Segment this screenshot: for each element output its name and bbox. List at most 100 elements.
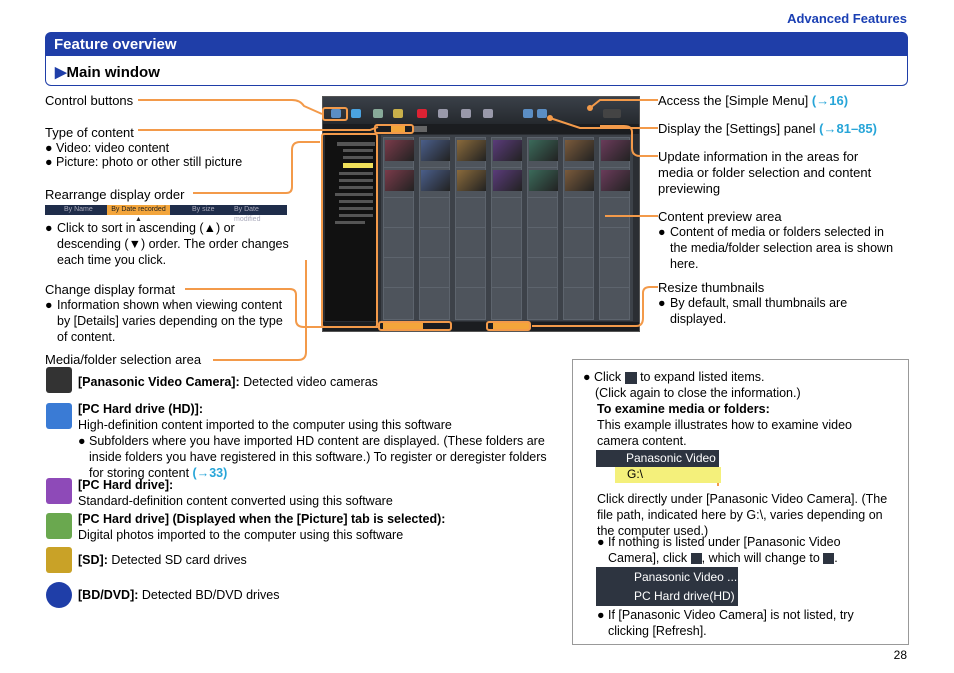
thumbnail-cell [491,227,522,260]
thumbnail-image [565,170,594,191]
thumbnail-image [385,170,414,191]
subtitle-box [45,56,908,86]
highlight-resize [486,321,531,331]
thumbnail-cell [419,287,450,320]
bullet-video: ● Video: video content [45,141,170,155]
thumbnail-cell [527,257,558,290]
ref-link[interactable]: (→16) [811,93,849,108]
thumbnail-cell [527,137,558,170]
highlight-control [322,107,348,121]
bullet-picture: ● Picture: photo or other still picture [45,155,243,169]
subtitle-text: Main window [66,64,160,81]
thumbnail-cell [491,287,522,320]
label-change-format: Change display format [45,282,176,297]
tip-box [572,359,909,645]
thumbnail-cell [455,137,486,170]
collapse-icon[interactable] [823,553,835,565]
arrow-icon: ▶ [55,64,67,81]
thumbnail-cell [599,287,630,320]
media-item-sd: [SD]: Detected SD card drives [78,553,247,567]
picture-drive-icon [46,513,72,539]
thumbnail-image [565,140,594,161]
sort-by-size[interactable]: By size [192,206,215,213]
thumbnail-cell [527,227,558,260]
sort-by-date-modified[interactable]: By Date modified [234,206,261,223]
app-screenshot [322,96,640,332]
app-folder-tree [325,135,377,321]
thumbnail-cell [383,287,414,320]
folder-row-drive[interactable]: G:\ [615,467,721,483]
subtitle: ▶Main window [55,63,160,81]
thumbnail-image [457,140,486,161]
expand-icon[interactable] [690,553,702,565]
thumbnail-cell [599,167,630,200]
media-item-picture: [PC Hard drive] (Displayed when the [Pic… [78,512,446,542]
change-format-desc: ●Information shown when viewing content … [45,298,283,344]
label-resize: Resize thumbnails [658,280,765,295]
folder-pc-label[interactable]: PC Hard drive(HD) [634,589,735,603]
thumbnail-cell [563,167,594,200]
thumbnail-image [493,140,522,161]
page-number: 28 [893,648,907,662]
tip-examine-desc: This example illustrates how to examine … [597,418,852,448]
app-statusbar [323,322,639,331]
thumbnail-cell [419,137,450,170]
label-simple-menu: Access the [Simple Menu] (→16) [658,93,849,108]
app-tabbar [323,124,639,134]
ref-link[interactable]: (→81–85) [819,121,877,136]
thumbnail-image [385,140,414,161]
label-content-preview: Content preview area [658,209,782,224]
tip-click-directly: Click directly under [Panasonic Video Ca… [597,492,888,538]
label-update: Update information in the areas for medi… [658,149,872,196]
thumbnail-image [421,140,450,161]
folder-camera-label[interactable]: Panasonic Video ... [634,570,738,584]
thumbnail-image [601,140,630,161]
tip-not-listed: ●If [Panasonic Video Camera] is not list… [597,608,854,638]
label-settings: Display the [Settings] panel (→81–85) [658,121,877,136]
thumbnail-cell [419,197,450,230]
thumbnail-cell [419,227,450,260]
thumbnail-image [421,170,450,191]
hard-drive-sd-icon [46,478,72,504]
sort-by-name[interactable]: By Name [64,206,93,213]
media-item-bd: [BD/DVD]: Detected BD/DVD drives [78,588,280,602]
sort-by-date-recorded[interactable]: By Date recorded ▲ [107,205,170,223]
thumbnail-cell [491,137,522,170]
sd-card-icon [46,547,72,573]
media-item-hd: [PC Hard drive (HD)]: High-definition co… [78,402,547,480]
ref-link[interactable]: (→33) [192,466,228,480]
disc-icon [46,582,72,608]
tip-click-again: (Click again to close the information.) [595,386,801,400]
thumbnail-image [457,170,486,191]
label-media-folder: Media/folder selection area [45,352,202,367]
thumbnail-cell [563,197,594,230]
app-toolbar [323,97,639,124]
thumbnail-cell [527,287,558,320]
thumbnail-cell [491,167,522,200]
media-item-camera: [Panasonic Video Camera]: Detected video… [78,375,378,389]
thumbnail-cell [491,257,522,290]
resize-desc: ●By default, small thumbnails are displa… [658,296,848,326]
thumbnail-image [601,170,630,191]
folder-row-camera[interactable]: Panasonic Video ... [596,450,719,479]
hard-drive-hd-icon [46,403,72,429]
thumbnail-image [493,170,522,191]
rearrange-desc: ●Click to sort in ascending (▲) or desce… [45,221,289,267]
thumbnail-cell [563,287,594,320]
section-header: Advanced Features [787,11,907,26]
highlight-format [378,321,452,331]
thumbnail-cell [455,167,486,200]
thumbnail-cell [383,137,414,170]
page-title: Feature overview [54,36,177,53]
label-type-of-content: Type of content [45,125,134,140]
thumbnail-cell [599,257,630,290]
thumbnail-image [529,170,558,191]
thumbnail-cell [563,137,594,170]
media-item-pc: [PC Hard drive]: Standard-definition con… [78,478,393,508]
app-content-grid [381,135,633,321]
expand-icon[interactable] [624,371,637,384]
thumbnail-cell [491,197,522,230]
thumbnail-cell [455,227,486,260]
thumbnail-cell [455,287,486,320]
thumbnail-cell [599,137,630,170]
